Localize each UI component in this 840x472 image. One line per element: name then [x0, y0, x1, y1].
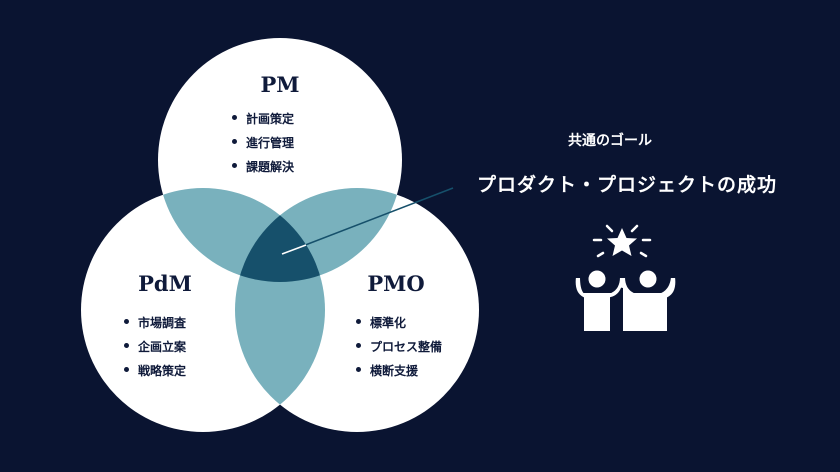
bullet-icon [232, 163, 237, 168]
list-item: 市場調査 [124, 311, 186, 335]
connector-line [281, 187, 454, 255]
pdm-items: 市場調査 企画立案 戦略策定 [124, 311, 186, 383]
list-item: 計画策定 [232, 107, 294, 131]
pmo-title: PMO [367, 271, 425, 296]
list-item: 横断支援 [356, 359, 442, 383]
pm-items: 計画策定 進行管理 課題解決 [232, 107, 294, 179]
bullet-icon [356, 367, 361, 372]
team-celebration-star-icon [573, 224, 678, 333]
bullet-icon [356, 319, 361, 324]
list-item: 進行管理 [232, 131, 294, 155]
list-item: 課題解決 [232, 155, 294, 179]
goal-title: プロダクト・プロジェクトの成功 [476, 174, 777, 196]
pm-title: PM [260, 72, 300, 97]
connector-line-highlight [281, 244, 307, 255]
goal-subtitle: 共通のゴール [568, 133, 652, 149]
list-item: プロセス整備 [356, 335, 442, 359]
bullet-icon [232, 115, 237, 120]
bullet-icon [232, 139, 237, 144]
bullet-icon [124, 319, 129, 324]
bullet-icon [124, 343, 129, 348]
bullet-icon [356, 343, 361, 348]
list-item: 標準化 [356, 311, 442, 335]
pdm-title: PdM [138, 271, 192, 296]
list-item: 企画立案 [124, 335, 186, 359]
bullet-icon [124, 367, 129, 372]
list-item: 戦略策定 [124, 359, 186, 383]
pmo-items: 標準化 プロセス整備 横断支援 [356, 311, 442, 383]
